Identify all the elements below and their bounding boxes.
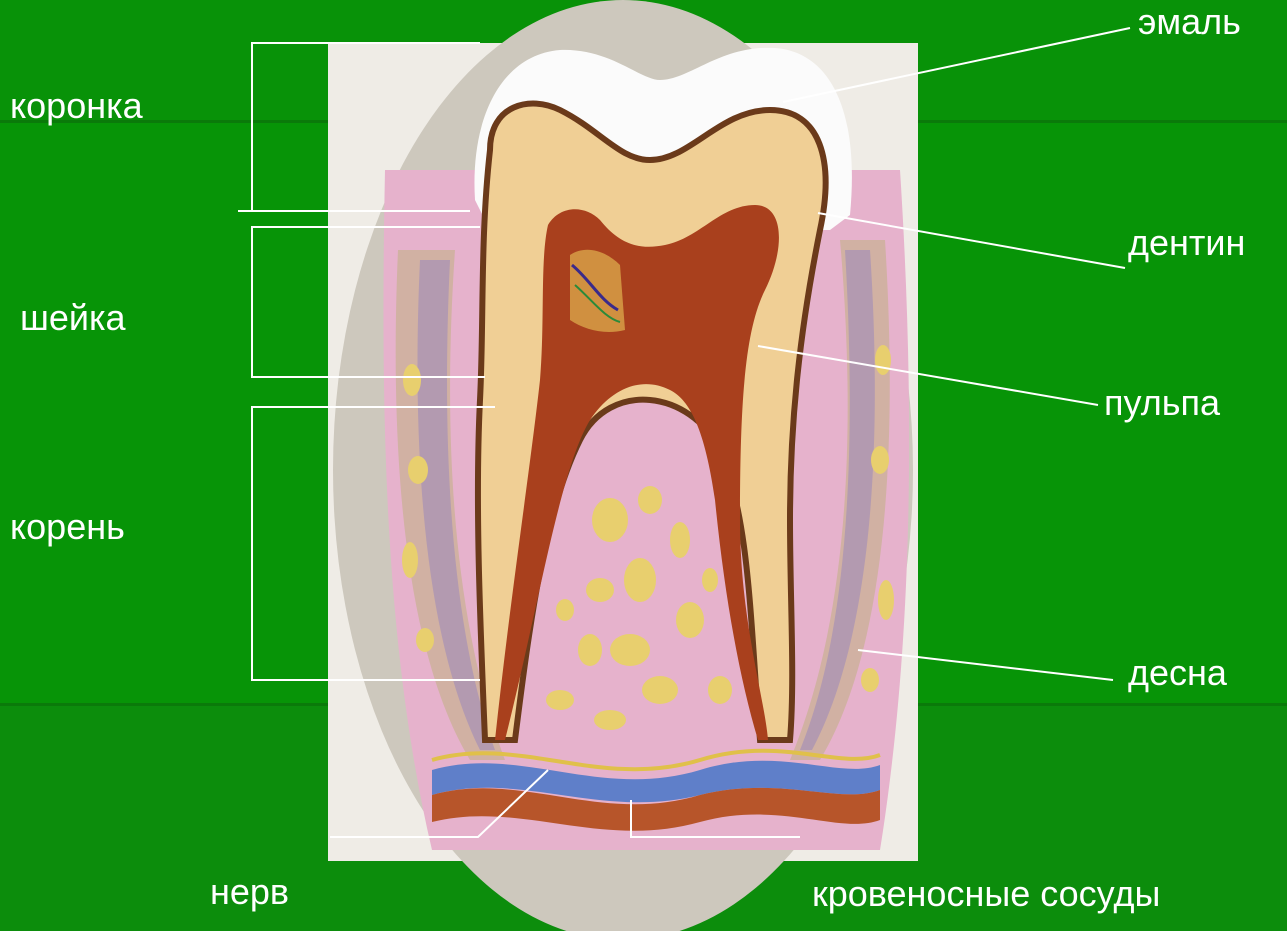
nerve-label: нерв	[210, 874, 289, 910]
enamel-label: эмаль	[1138, 4, 1241, 40]
gum-label: десна	[1128, 655, 1227, 691]
root-label: корень	[10, 509, 125, 545]
vessels-label: кровеносные сосуды	[812, 876, 1160, 912]
neck-label: шейка	[20, 300, 126, 336]
crown-label: коронка	[10, 88, 143, 124]
dentin-label: дентин	[1128, 225, 1245, 261]
tooth-illustration	[328, 0, 918, 931]
pulp-label: пульпа	[1104, 385, 1220, 421]
